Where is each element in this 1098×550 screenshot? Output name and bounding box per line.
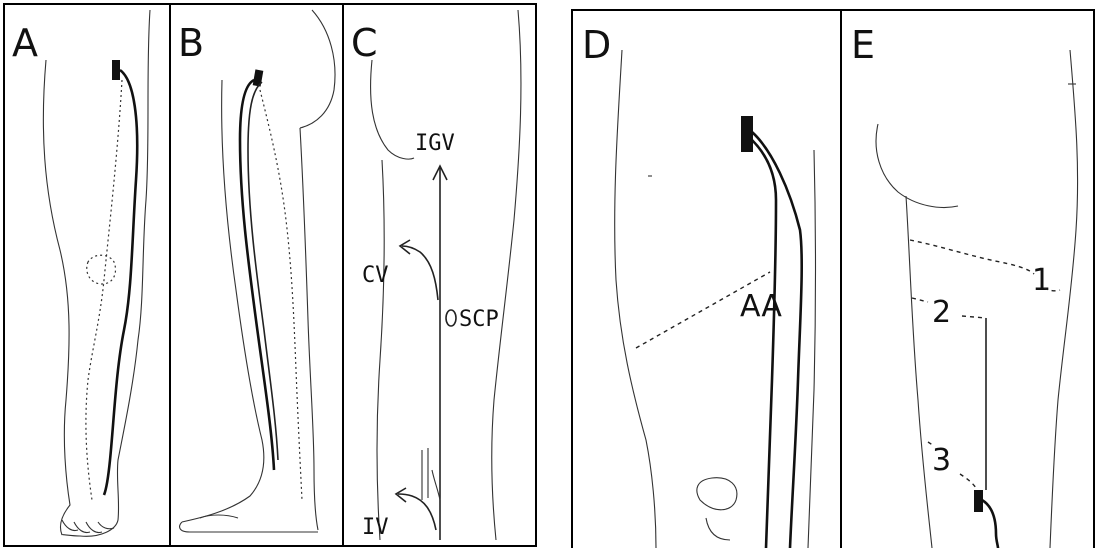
panel-b-vein-path <box>260 90 302 500</box>
panel-b-letter: B <box>178 21 204 65</box>
panel-d-catheter <box>752 140 776 548</box>
panel-e-catheter <box>982 500 998 548</box>
panel-b-catheter-outer <box>248 82 278 460</box>
panel-e-leg-outline-right <box>1050 50 1078 548</box>
panel-d-leg-outline-left <box>615 50 656 548</box>
panel-d: D AA <box>582 23 816 548</box>
panel-a-electrode <box>112 60 120 80</box>
panel-c-label-iv: IV <box>362 515 389 540</box>
panel-d-label-aa: AA <box>740 289 782 324</box>
panel-c-letter: C <box>351 21 378 65</box>
panel-c-leg-outline-right <box>492 10 521 540</box>
panel-c-buttock <box>371 60 414 159</box>
panel-c-cv-branch <box>402 246 438 300</box>
panel-b-foot <box>180 515 318 532</box>
panel-c: C IGV CV SCP IV <box>351 10 521 540</box>
panel-a-knee-cap <box>87 255 116 284</box>
panel-e: E 1 2 3 <box>851 23 1078 548</box>
panel-c-label-scp: SCP <box>459 307 499 332</box>
panel-c-leg-outline-left <box>377 160 384 540</box>
panel-e-buttock <box>876 124 958 207</box>
panel-d-knee-cap <box>697 478 737 540</box>
panel-c-label-igv: IGV <box>415 131 455 156</box>
panel-d-letter: D <box>582 23 611 67</box>
panel-e-leg-outline-left <box>906 196 932 548</box>
left-frame <box>4 4 536 546</box>
panel-e-letter: E <box>851 23 875 67</box>
left-figure-group <box>4 4 536 546</box>
panel-e-label-1: 1 <box>1032 263 1051 298</box>
panel-a-letter: A <box>12 21 38 65</box>
panel-e-label-2: 2 <box>932 295 951 330</box>
panel-b-buttock <box>300 10 335 128</box>
panel-d-leg-outline-right <box>808 150 816 548</box>
panel-b-leg-outline-back <box>300 128 318 530</box>
panel-a-leg-outline-right <box>62 10 150 536</box>
panel-e-incision-1 <box>910 240 1034 274</box>
panel-b-leg-outline-front <box>182 80 264 522</box>
panel-c-label-cv: CV <box>362 263 389 288</box>
panel-b-electrode <box>253 69 264 86</box>
panel-a-vein-path <box>86 80 122 500</box>
panel-e-label-3: 3 <box>932 443 951 478</box>
panel-a-leg-outline-left <box>43 60 70 535</box>
panel-d-electrode <box>741 116 753 152</box>
panel-a-toes <box>62 520 114 533</box>
panel-b: B <box>178 10 335 532</box>
panel-a: A <box>12 10 150 536</box>
panel-c-scp-loop <box>446 310 456 326</box>
panel-a-catheter <box>104 70 137 495</box>
panel-c-small-veins <box>422 448 440 500</box>
